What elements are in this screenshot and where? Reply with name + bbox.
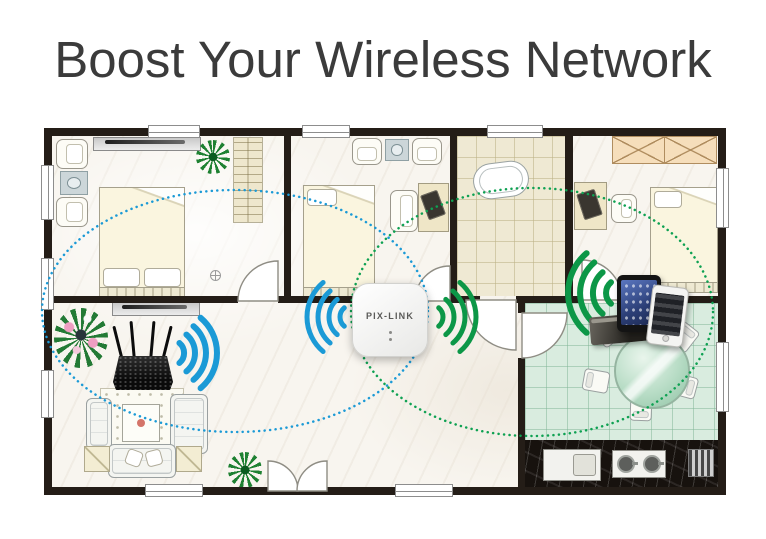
side-table [176, 446, 202, 472]
window [145, 484, 203, 497]
wall [284, 136, 291, 303]
wardrobe [612, 136, 717, 164]
router-wifi-waves [176, 314, 220, 392]
door-arc [521, 312, 568, 359]
armchair [412, 138, 442, 165]
tv-console [112, 302, 200, 316]
tv-console [93, 137, 201, 151]
wall [44, 128, 726, 136]
plant-icon [196, 140, 230, 174]
window [302, 125, 350, 138]
window [395, 484, 453, 497]
wifi-router-icon [113, 356, 173, 390]
rug [233, 137, 263, 223]
wall [518, 358, 525, 488]
repeater-extended-waves [436, 280, 479, 354]
repeater-label: PIX-LINK [365, 311, 415, 321]
wall [278, 296, 420, 303]
wall [44, 128, 52, 495]
led-indicator-icon [389, 331, 392, 334]
wall [44, 487, 726, 495]
repeater-uplink-waves [304, 280, 347, 354]
door-arc [237, 260, 279, 302]
led-indicator-icon [389, 338, 392, 341]
armchair [352, 138, 382, 165]
smartphone-icon [645, 283, 690, 349]
wifi-repeater-icon: PIX-LINK [352, 283, 428, 357]
side-table [84, 446, 110, 472]
ceiling-light-icon [210, 270, 221, 281]
flower-bush-icon [54, 308, 108, 368]
window [41, 165, 54, 220]
wall [518, 303, 525, 313]
plant-icon [228, 452, 262, 488]
vent-grate-icon [688, 449, 714, 477]
window [487, 125, 543, 138]
sofa [170, 394, 208, 454]
router-coverage-ellipse [40, 188, 430, 434]
extended-coverage-ellipse [349, 186, 715, 438]
wall [450, 136, 457, 303]
armchair [56, 139, 88, 169]
pillow [103, 268, 140, 287]
window [41, 370, 54, 418]
wall [450, 296, 480, 303]
door-arc [465, 299, 517, 351]
loveseat [86, 398, 112, 450]
entrance-door-arc [296, 460, 328, 492]
window [716, 342, 729, 412]
kitchen-sink [543, 449, 601, 481]
armchair [56, 197, 88, 227]
bed [303, 185, 375, 298]
stove [612, 450, 666, 478]
window [716, 168, 729, 228]
pillow [144, 268, 181, 287]
pillow [654, 191, 682, 208]
wall [516, 296, 582, 303]
coffee-table [122, 404, 160, 442]
entrance-door-arc [267, 460, 299, 492]
desk-chair [611, 194, 637, 223]
wall [565, 136, 573, 303]
burner-icon [643, 455, 664, 473]
side-table [385, 139, 409, 161]
window [148, 125, 200, 138]
burner-icon [617, 455, 638, 473]
page-title: Boost Your Wireless Network [54, 31, 712, 88]
wall [52, 296, 238, 303]
side-table [60, 171, 88, 195]
wall [718, 128, 726, 495]
